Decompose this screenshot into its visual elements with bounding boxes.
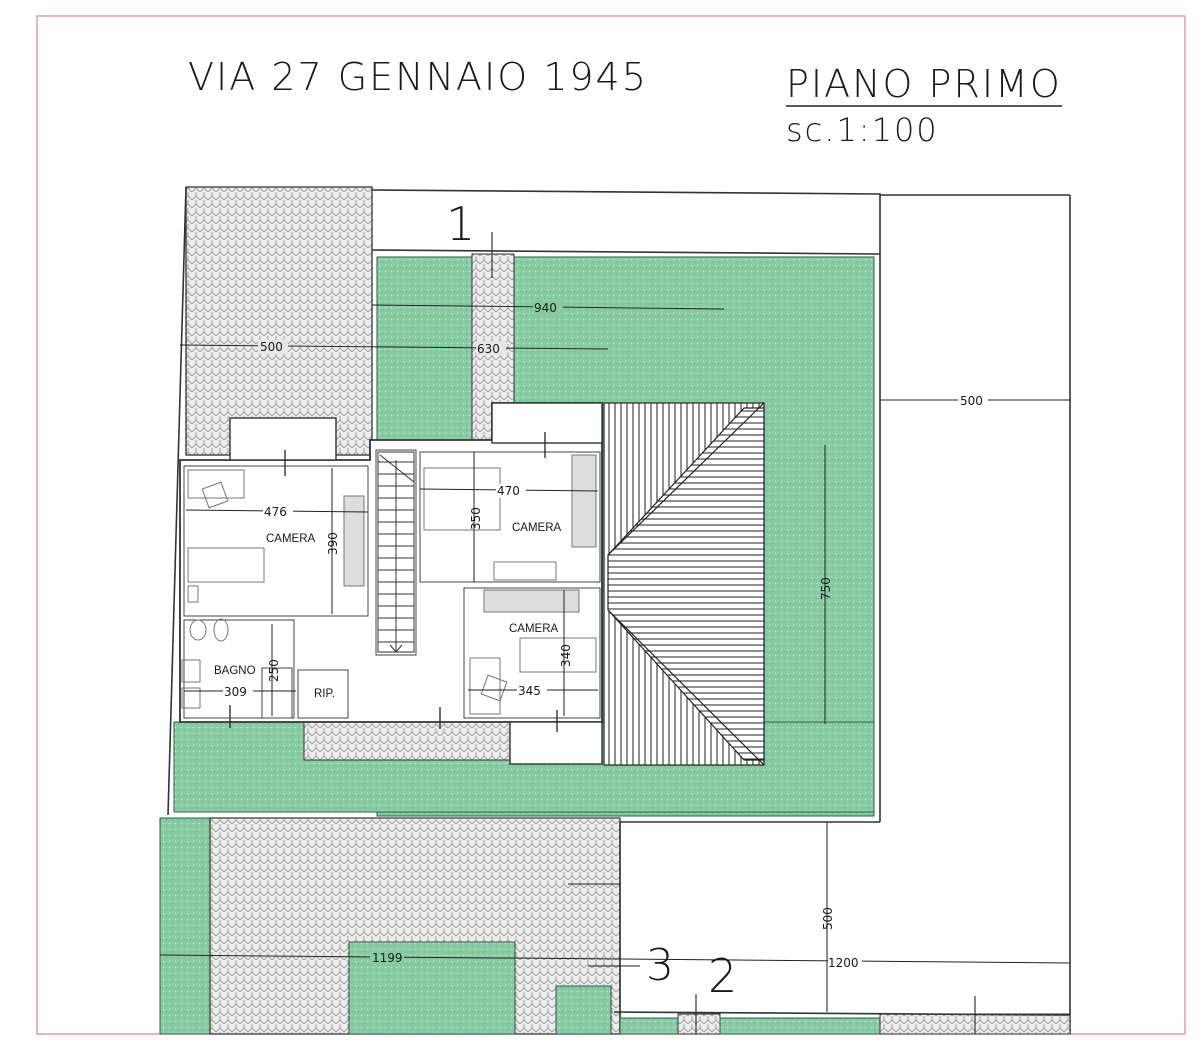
room-label-rip: RIP. bbox=[314, 688, 335, 700]
garden-bottom-strip-a bbox=[619, 1017, 681, 1035]
window-marks bbox=[229, 432, 558, 732]
balcony-se bbox=[509, 721, 603, 765]
section-marker-1: 1 bbox=[446, 197, 475, 251]
dim-345: 345 bbox=[518, 684, 541, 698]
dim-750: 750 bbox=[819, 577, 833, 600]
dim-250: 250 bbox=[267, 659, 281, 682]
staircase bbox=[377, 451, 415, 653]
paving-south-patch bbox=[303, 721, 511, 761]
dim-390: 390 bbox=[326, 532, 340, 555]
roof-hip bbox=[603, 402, 765, 766]
floor-title: PIANO PRIMO bbox=[786, 62, 1062, 106]
scale-label: sc.1:100 bbox=[786, 111, 939, 149]
street-title: VIA 27 GENNAIO 1945 bbox=[188, 55, 648, 99]
dim-940: 940 bbox=[534, 301, 557, 315]
section-marker-3: 3 bbox=[646, 940, 674, 991]
garden-lower-west bbox=[159, 817, 211, 1035]
lot-top-boundary bbox=[371, 189, 881, 822]
garden-lower-small bbox=[555, 985, 612, 1035]
dim-1199: 1199 bbox=[372, 951, 403, 965]
section-marker-2: 2 bbox=[708, 949, 737, 1003]
furniture bbox=[181, 454, 597, 715]
dim-500-bottom: 500 bbox=[821, 907, 835, 930]
paving-bottom-strip-a bbox=[677, 1013, 721, 1035]
room-label-bagno: BAGNO bbox=[214, 665, 256, 677]
dim-1200: 1200 bbox=[828, 956, 859, 970]
interior-walls bbox=[183, 449, 601, 719]
room-label-camera-nw: CAMERA bbox=[266, 533, 316, 545]
dim-340: 340 bbox=[559, 644, 573, 667]
dim-476: 476 bbox=[264, 505, 287, 519]
balcony-nw bbox=[229, 417, 337, 461]
dim-500-left: 500 bbox=[260, 340, 283, 354]
dimension-labels: 940 500 630 500 476 390 470 350 340 345 … bbox=[223, 300, 988, 699]
dim-630: 630 bbox=[477, 342, 500, 356]
dim-500-right: 500 bbox=[960, 394, 983, 408]
dim-350: 350 bbox=[469, 507, 483, 530]
paving-left-strip bbox=[185, 186, 373, 456]
room-label-camera-se: CAMERA bbox=[509, 623, 559, 635]
balcony-ne bbox=[491, 402, 603, 444]
dim-309: 309 bbox=[224, 685, 247, 699]
garden-bottom-strip-b bbox=[719, 1017, 881, 1035]
dim-470: 470 bbox=[497, 484, 520, 498]
room-label-camera-ne: CAMERA bbox=[512, 522, 562, 534]
